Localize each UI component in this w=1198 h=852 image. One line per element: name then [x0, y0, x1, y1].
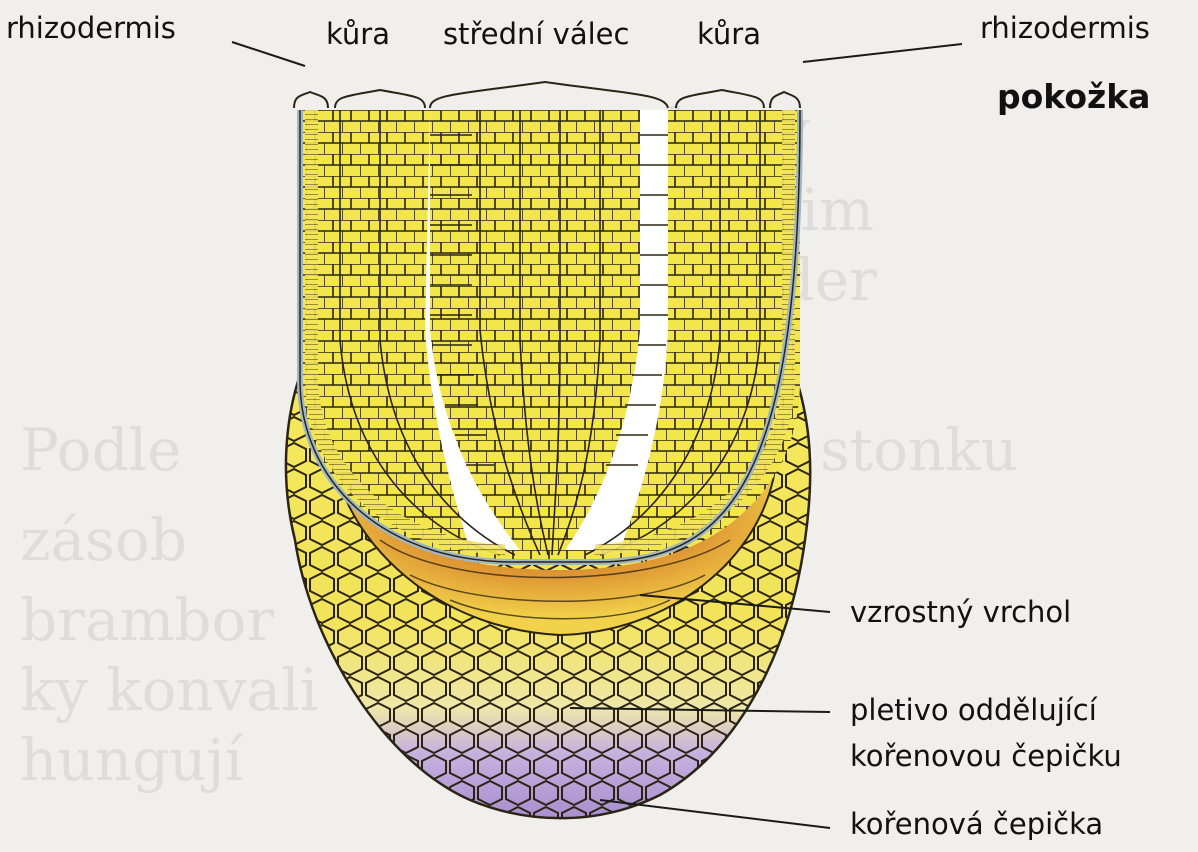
- pokozka-label: pokožka: [997, 80, 1150, 113]
- korenova-cepicka-label: kořenová čepička: [850, 810, 1103, 839]
- rhizodermis-right-label: rhizodermis: [980, 14, 1150, 43]
- svg-text:zásob: zásob: [20, 506, 187, 574]
- svg-text:stonku: stonku: [820, 416, 1018, 484]
- svg-text:Podle: Podle: [20, 416, 182, 484]
- svg-text:hungují: hungují: [20, 726, 244, 794]
- svg-text:ky konvali: ky konvali: [20, 656, 318, 724]
- rhizodermis-left-label: rhizodermis: [6, 14, 176, 43]
- svg-text:brambor: brambor: [20, 586, 274, 654]
- top-brackets: [294, 82, 800, 108]
- stredni-valec-label: střední válec: [443, 20, 629, 49]
- vzrostny-vrchol-label: vzrostný vrchol: [850, 598, 1071, 627]
- pletivo-label-line1: pletivo oddělující: [850, 696, 1097, 725]
- kura-left-label: kůra: [326, 20, 390, 49]
- root-body: [300, 110, 800, 570]
- pletivo-label-line2: kořenovou čepičku: [850, 742, 1122, 771]
- kura-right-label: kůra: [697, 20, 761, 49]
